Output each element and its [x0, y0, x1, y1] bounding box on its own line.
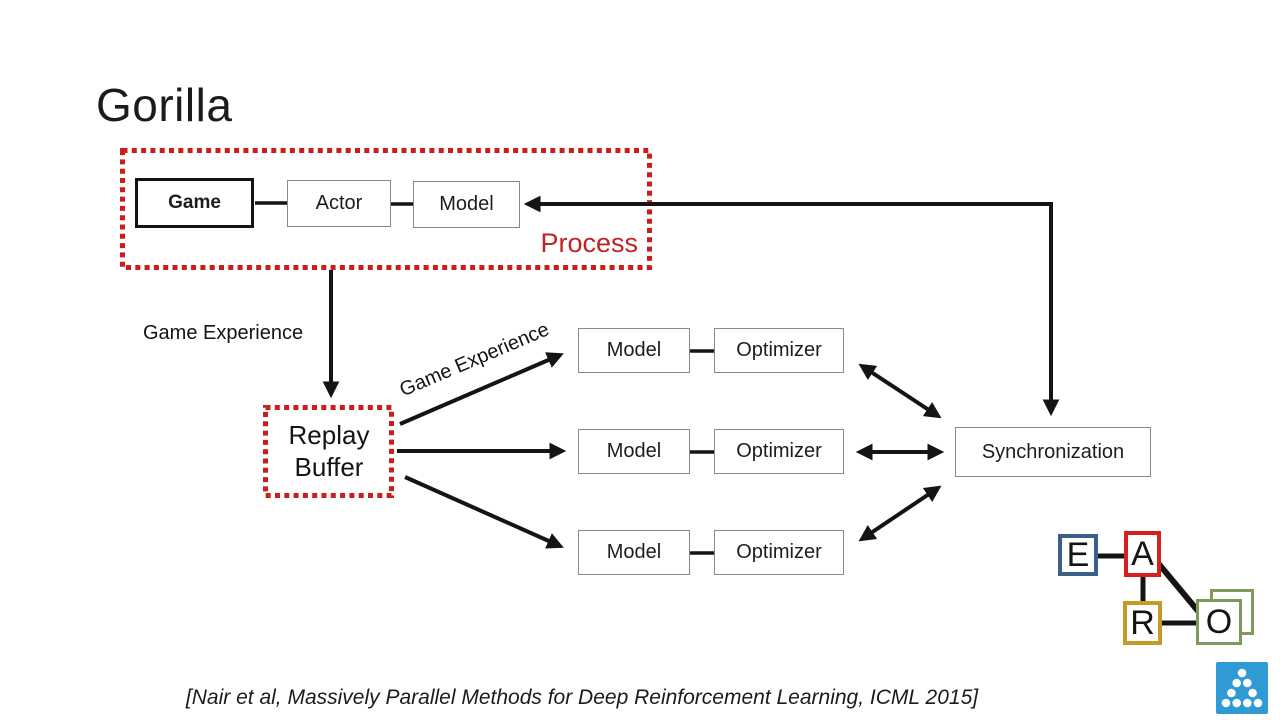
- process-dotted-border: [120, 148, 652, 270]
- worker1-optimizer-box: Optimizer: [714, 328, 844, 373]
- earo-r-box: R: [1123, 601, 1162, 645]
- process-model-box: Model: [413, 181, 520, 228]
- replay-buffer-dotted-border: [263, 405, 394, 498]
- synchronization-box: Synchronization: [955, 427, 1151, 477]
- earo-link-a-o: [1150, 555, 1206, 619]
- dot-triangle-logo-icon: [1221, 668, 1263, 708]
- game-experience-label: Game Experience: [143, 322, 304, 344]
- worker1-model-box: Model: [578, 328, 690, 373]
- actor-box-label: Actor: [315, 192, 363, 214]
- worker1-optimizer-label: Optimizer: [736, 339, 822, 361]
- arrow-replay-to-model-1: [399, 352, 564, 426]
- arrow-sync-model-loop: [523, 195, 1060, 417]
- arrow-replay-to-model-3: [404, 475, 564, 549]
- game-box: Game: [135, 178, 254, 228]
- earo-a-box: A: [1124, 531, 1161, 577]
- dot-triangle-logo: [1216, 662, 1268, 714]
- synchronization-label: Synchronization: [981, 440, 1125, 463]
- slide-title: Gorilla: [96, 79, 233, 131]
- worker2-optimizer-label: Optimizer: [736, 440, 822, 462]
- replay-buffer-label-line1: Replay: [288, 419, 370, 450]
- worker2-optimizer-box: Optimizer: [714, 429, 844, 474]
- replay-buffer-label-line2: Buffer: [294, 451, 364, 482]
- worker2-model-label: Model: [606, 440, 662, 462]
- earo-e-box: E: [1058, 534, 1098, 576]
- arrow-optimizer1-sync: [858, 363, 942, 419]
- arrow-optimizer3-sync: [858, 485, 942, 542]
- process-model-box-label: Model: [439, 193, 494, 215]
- earo-o-letter: O: [1205, 602, 1233, 641]
- earo-o-box: O: [1196, 599, 1242, 645]
- worker3-model-label: Model: [606, 541, 662, 563]
- game-box-label: Game: [168, 192, 221, 213]
- actor-box: Actor: [287, 180, 391, 227]
- replay-buffer-box: Replay Buffer: [265, 407, 393, 496]
- citation-text: [Nair et al, Massively Parallel Methods …: [185, 686, 979, 709]
- earo-e-letter: E: [1066, 535, 1090, 574]
- worker3-optimizer-box: Optimizer: [714, 530, 844, 575]
- worker3-optimizer-label: Optimizer: [736, 541, 822, 563]
- earo-a-letter: A: [1131, 534, 1154, 573]
- worker1-model-label: Model: [606, 339, 662, 361]
- worker2-model-box: Model: [578, 429, 690, 474]
- worker3-model-box: Model: [578, 530, 690, 575]
- earo-r-letter: R: [1130, 603, 1155, 642]
- process-group-label: Process: [540, 228, 638, 258]
